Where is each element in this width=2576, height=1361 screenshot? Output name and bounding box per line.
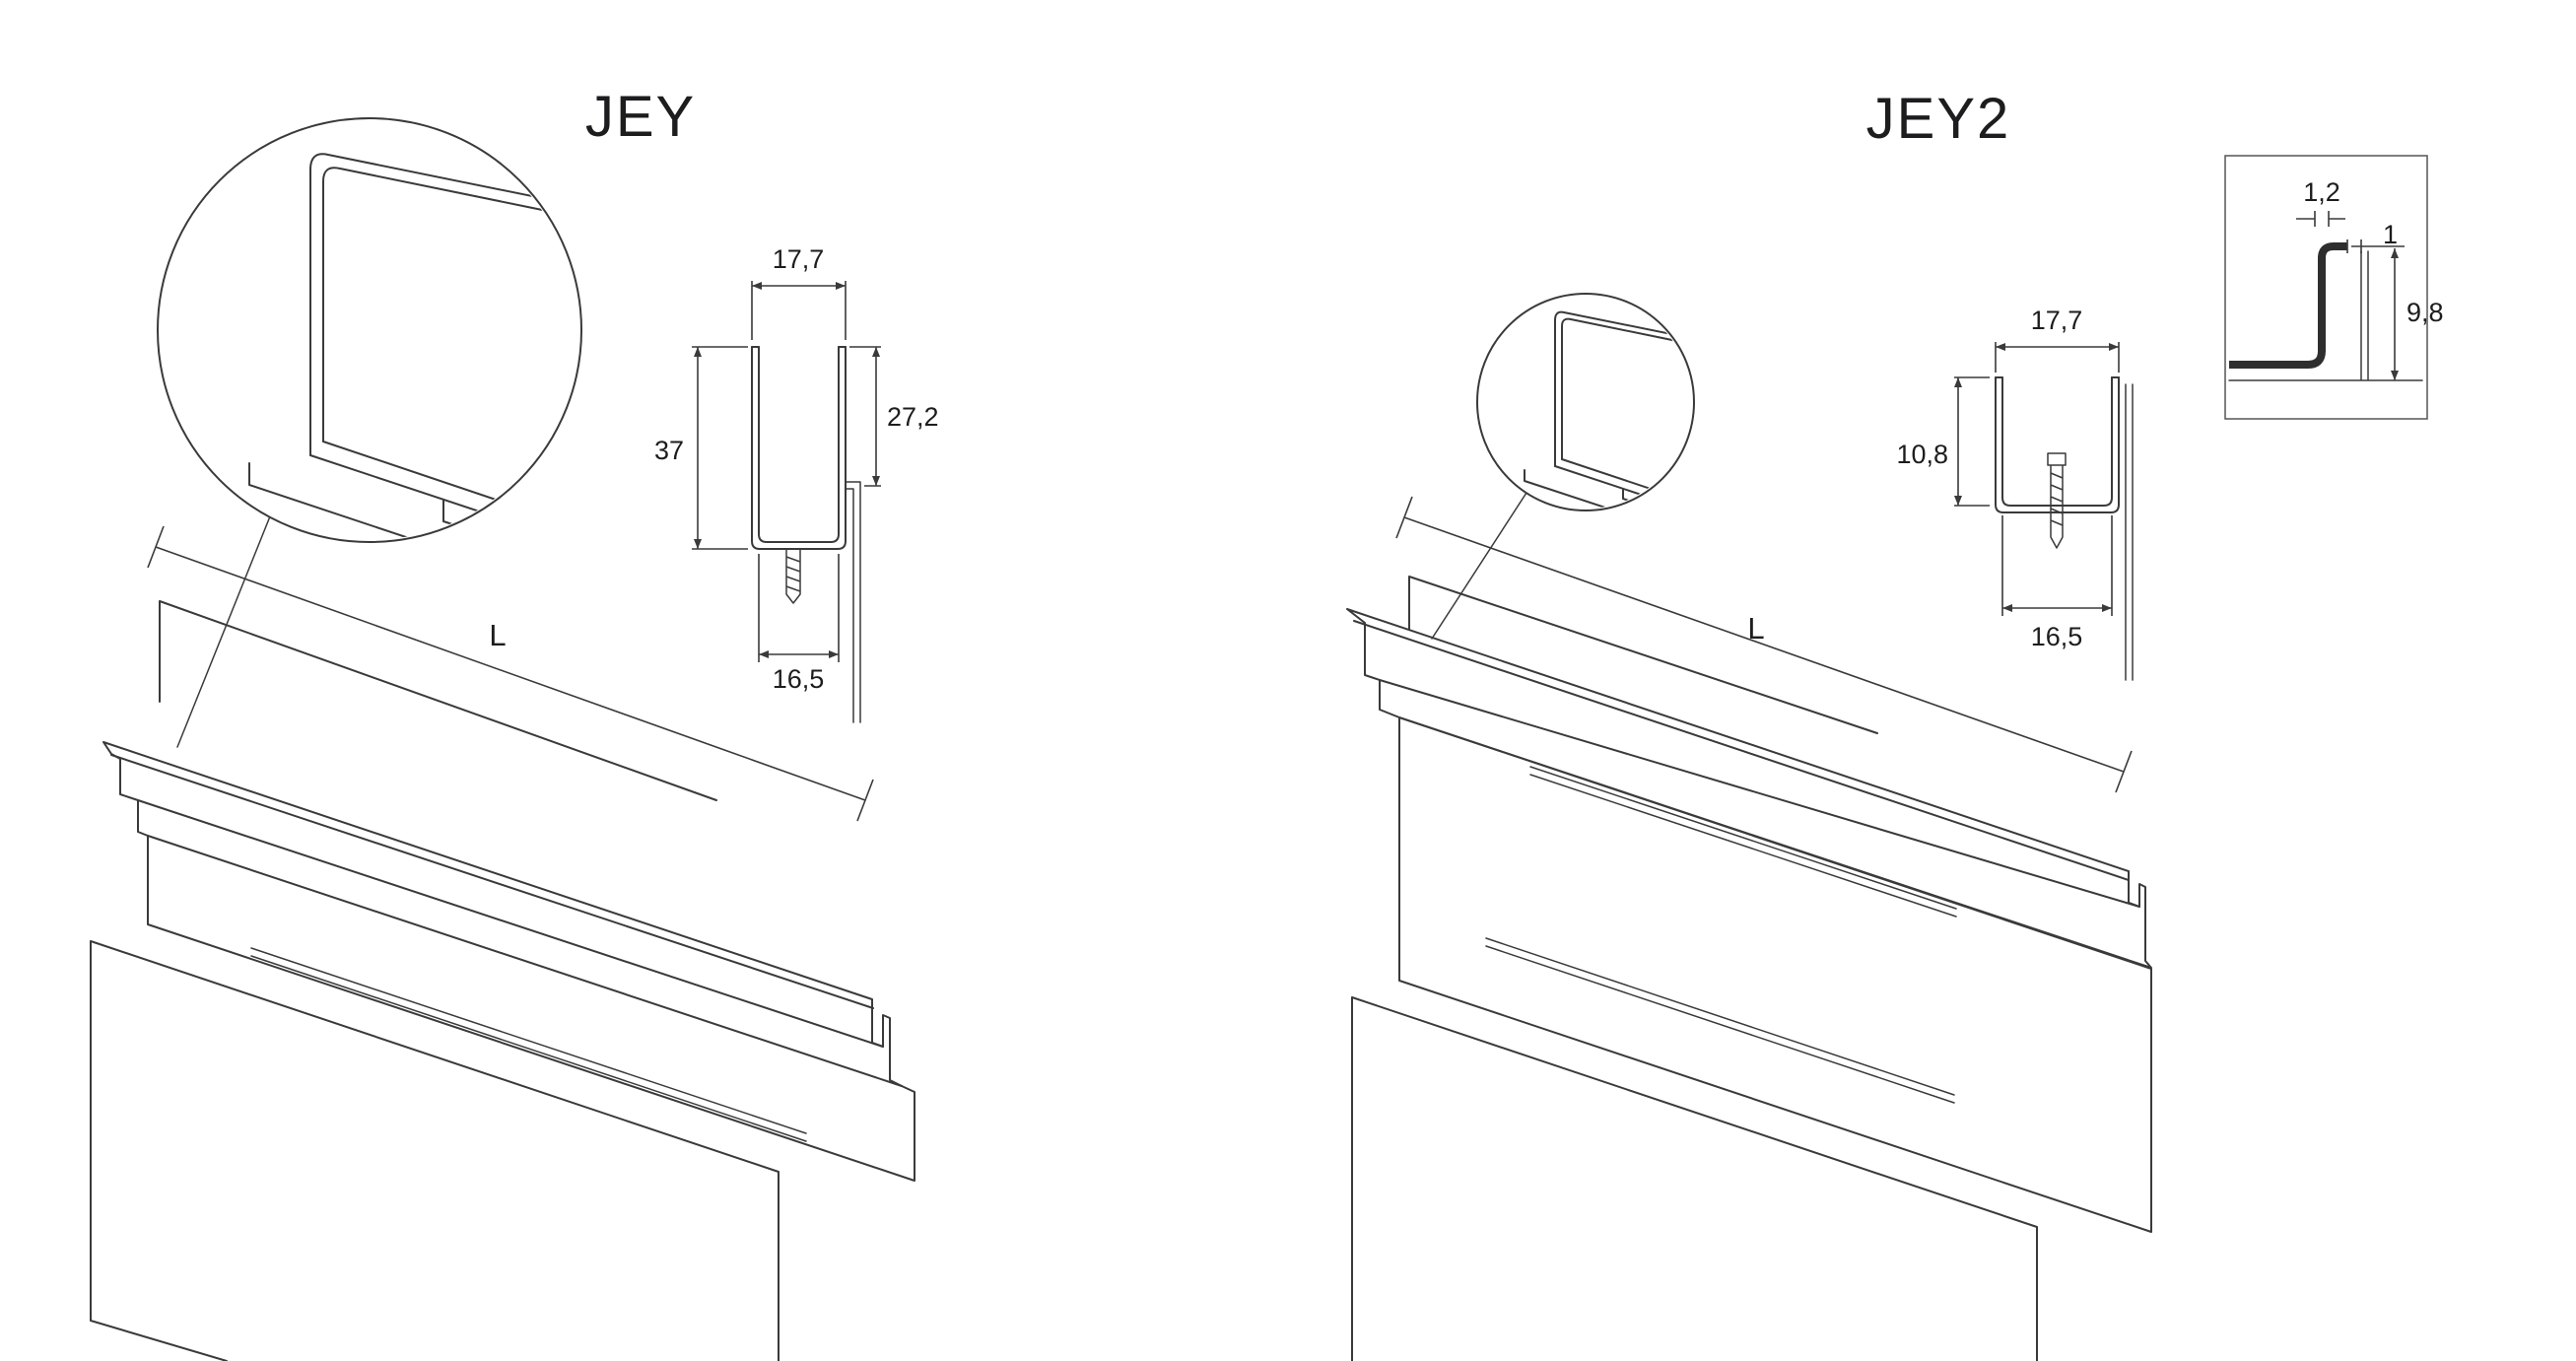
jey-length-dimension: L: [147, 525, 874, 822]
jey2-isometric: L: [1346, 496, 2152, 1361]
dim-jey-bottom-width-label: 16,5: [773, 664, 825, 694]
dim-jey-front-height-label: 27,2: [887, 402, 939, 432]
jey2-detail-leader-line: [1431, 492, 1527, 640]
detail-box-border: [2224, 155, 2428, 420]
jey-detail-circle: [157, 117, 582, 748]
jey-lower-panel: [90, 940, 780, 1361]
ext-lines: [692, 346, 748, 550]
detail-channel-lines: [248, 441, 579, 540]
lower-panel-edges: [1351, 996, 2038, 1361]
jey-upper-panel: [159, 600, 717, 801]
jey-profile-outline: [751, 346, 861, 723]
jey2-title: JEY2: [1866, 87, 2011, 151]
profile-slot: [250, 947, 807, 1142]
detail-panel-face-lines: [2228, 250, 2423, 381]
screw-shape: [785, 548, 801, 604]
detail-dim-lip-thickness: 1,2: [2296, 177, 2345, 227]
jey2-screw: [2047, 452, 2067, 549]
length-dim-ticks: [1395, 496, 2133, 793]
section-inner-contour: [2001, 376, 2113, 507]
detail-dim-hook-height: 9,8: [2351, 245, 2444, 380]
length-dim-line: [1403, 516, 2125, 773]
jey-screw: [785, 548, 801, 604]
jey2-profile-outline: [1995, 376, 2134, 681]
jey-profile-iso: [102, 741, 915, 1182]
jey-detail-circle-border: [157, 117, 582, 543]
detail-hook-profile: [2229, 242, 2347, 369]
ext-lines: [2001, 515, 2113, 616]
upper-panel-edges: [159, 600, 717, 801]
jey-detail-leader-line: [176, 515, 271, 748]
screw-shape: [2047, 452, 2067, 549]
jey-panel-lines: [845, 481, 861, 723]
ext-lines: [1954, 376, 1990, 507]
dim-jey-bottom-width: 16,5: [758, 554, 840, 694]
detail-panel-edges: [309, 153, 579, 456]
jey-length-label: L: [489, 618, 506, 652]
jey2-length-label: L: [1747, 611, 1764, 646]
ext-lines: [758, 554, 840, 662]
dim-jey-top-width-label: 17,7: [773, 244, 825, 274]
dim-jey2-depth-label: 10,8: [1896, 440, 1948, 469]
section-inner-contour: [758, 346, 840, 543]
dim-jey-top-width: 17,7: [751, 244, 847, 340]
jey2-drawing: JEY2 L: [1346, 87, 2444, 1361]
jey2-cross-section: 17,7 10,8 16,5: [1896, 306, 2134, 681]
section-outer-contour: [751, 346, 847, 550]
jey-title: JEY: [585, 85, 696, 149]
jey2-lower-panel: [1351, 996, 2038, 1361]
dim-jey2-top-width-label: 17,7: [2031, 306, 2083, 335]
jey-drawing: JEY L: [90, 85, 939, 1361]
jey2-length-dimension: L: [1395, 496, 2133, 793]
dim-jey2-depth: 10,8: [1896, 376, 1990, 507]
jey-isometric: L: [90, 525, 915, 1361]
door-gap-slot: [1529, 766, 1957, 918]
ext-lines: [751, 281, 847, 340]
dim-jey-front-height: 27,2: [849, 346, 939, 487]
detail-dim-gap-label: 1: [2383, 220, 2398, 249]
jey2-detail-content: [1524, 310, 1692, 509]
detail-dim-hook-height-label: 9,8: [2407, 298, 2444, 327]
door-finger-slot: [1485, 937, 1955, 1104]
profile-silhouette: [102, 741, 915, 1182]
profile-inner-lines: [1353, 620, 2140, 908]
detail-dim-gap: 1: [2346, 220, 2398, 253]
jey2-panel-lines: [2125, 383, 2134, 681]
detail-channel-lines: [1524, 458, 1692, 509]
dim-jey-height: 37: [654, 346, 748, 550]
jey2-detail-circle: [1431, 293, 1695, 640]
section-outer-contour: [1995, 376, 2120, 513]
dim-jey-height-label: 37: [654, 436, 684, 465]
profile-inner-lines: [110, 754, 903, 1087]
jey2-detail-circle-border: [1476, 293, 1695, 511]
dim-jey2-bottom-width: 16,5: [2001, 515, 2113, 651]
length-dim-ticks: [147, 525, 874, 822]
jey-detail-content: [248, 153, 579, 540]
length-dim-line: [155, 546, 866, 801]
dim-marks: [2296, 211, 2345, 227]
lower-panel-edges: [90, 940, 780, 1361]
detail-dim-lip-thickness-label: 1,2: [2303, 177, 2340, 207]
jey-cross-section: 17,7 37 27,2 16,5: [654, 244, 939, 723]
detail-panel-edges: [1554, 310, 1692, 467]
dim-jey2-bottom-width-label: 16,5: [2031, 622, 2083, 651]
dim-jey2-top-width: 17,7: [1995, 306, 2120, 373]
jey2-detail-box: 1,2 1 9,8: [2224, 155, 2444, 420]
jey2-profile-iso: [1346, 608, 2152, 969]
